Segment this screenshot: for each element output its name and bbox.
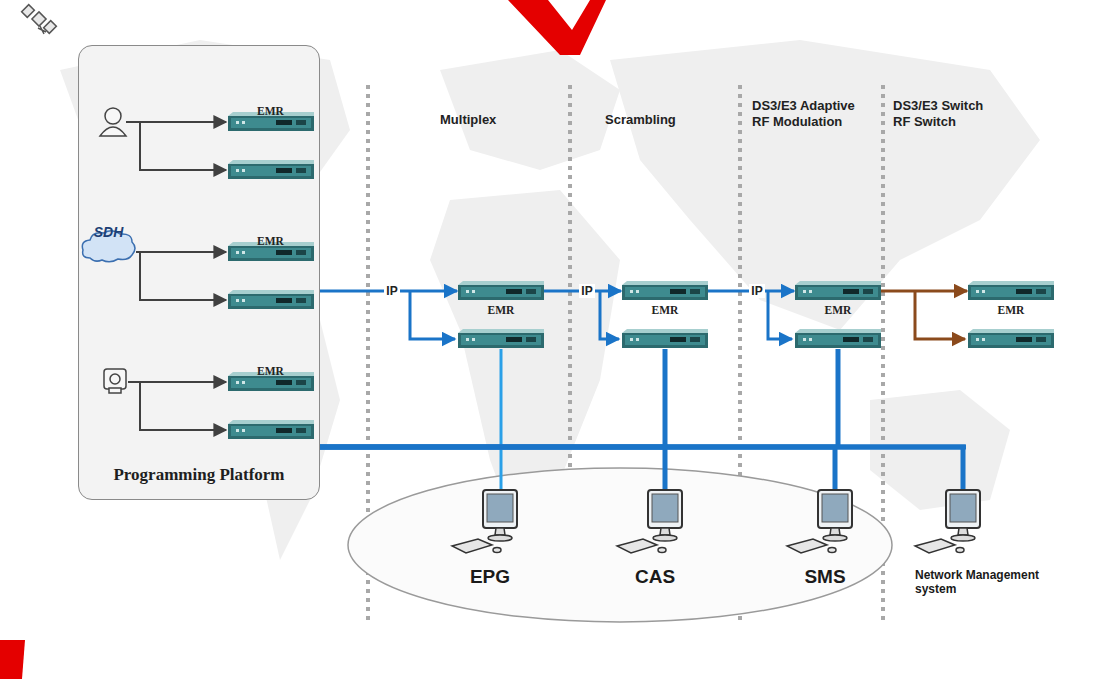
person-icon [100, 108, 126, 136]
node-label: Network Management system [905, 568, 1055, 596]
rack-device-image [622, 281, 708, 301]
platform-panel-fill [78, 45, 320, 500]
connector-line [320, 447, 835, 490]
computer-icon [913, 488, 993, 558]
epg-link [500, 349, 503, 490]
column-heading: DS3/E3 Switch RF Switch [893, 98, 993, 130]
satellite-icon [22, 5, 57, 34]
node-label: SDH [80, 214, 138, 250]
red-corner-shape [0, 640, 25, 679]
computer-icon [615, 488, 695, 558]
column-heading: Scrambling [605, 112, 676, 128]
sdh-cloud: SDH [80, 228, 138, 264]
device-label: EMR [228, 235, 314, 248]
management-bus [320, 349, 966, 447]
node-label: CAS [615, 566, 695, 588]
rack-device: EMR [795, 281, 881, 317]
split-branch [915, 291, 965, 339]
node-label: EPG [450, 566, 530, 588]
computer-station: SMS [785, 488, 865, 588]
device-label: EMR [622, 304, 708, 317]
device-label: EMR [228, 365, 314, 378]
rack-device: EMR [228, 242, 314, 262]
column-heading: Multiplex [440, 112, 496, 128]
rack-device: EMR [228, 372, 314, 392]
rack-device: EMR [458, 281, 544, 317]
platform-panel: Programming PlatformEMRSDHEMREMR [78, 45, 320, 500]
device-label: EMR [228, 105, 314, 118]
red-logo-shape [508, 0, 606, 55]
rack-device-image [968, 281, 1054, 301]
edge-label: IP [749, 284, 764, 298]
rack-device: EMR [622, 281, 708, 317]
connector-line [881, 290, 967, 293]
edge-label: IP [384, 284, 399, 298]
computer-icon [450, 488, 530, 558]
computer-station: CAS [615, 488, 695, 588]
source-arrow [126, 122, 226, 430]
computer-station: Network Management system [905, 488, 1055, 596]
rack-device: EMR [968, 281, 1054, 317]
camera-icon [104, 369, 126, 393]
device-label: EMR [795, 304, 881, 317]
node-label: SMS [785, 566, 865, 588]
edge-label: IP [579, 284, 594, 298]
device-label: EMR [458, 304, 544, 317]
panel-title: Programming Platform [79, 465, 319, 485]
computer-station: EPG [450, 488, 530, 588]
connector-line [320, 447, 963, 490]
rack-device [228, 160, 1054, 439]
computer-icon [785, 488, 865, 558]
rack-device: EMR [228, 112, 314, 132]
systems-ellipse [348, 468, 892, 622]
connector-line [320, 447, 665, 490]
column-heading: DS3/E3 Adaptive RF Modulation [752, 98, 870, 130]
device-label: EMR [968, 304, 1054, 317]
rack-device-image [795, 281, 881, 301]
rack-device-image [458, 281, 544, 301]
